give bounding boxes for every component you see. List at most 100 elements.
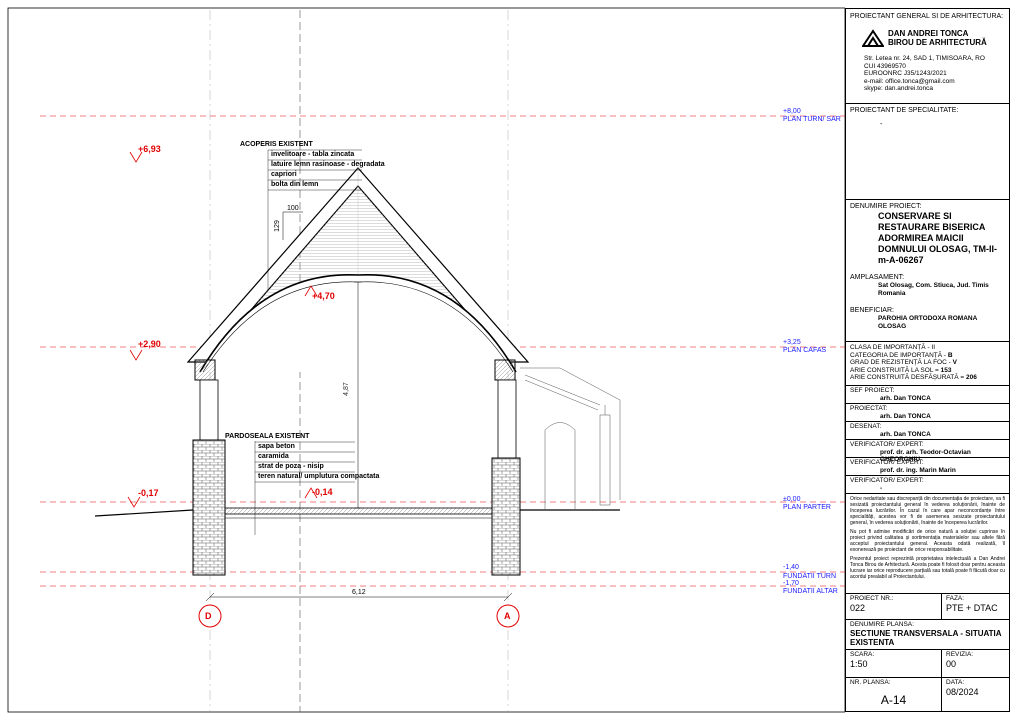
axis-d-bubble xyxy=(198,604,222,628)
fire-resistance-label: GRAD DE REZISTENȚĂ LA FOC - xyxy=(850,359,953,366)
firm-name-2: BIROU DE ARHITECTURĂ xyxy=(888,38,987,47)
level-eaves: +2,90 xyxy=(138,339,161,349)
title-block: PROIECTANT GENERAL SI DE ARHITECTURA: DA… xyxy=(845,8,1010,712)
firm-name-1: DAN ANDREI TONCA xyxy=(888,29,969,38)
blue-level-2-name: PLAN CAFAS xyxy=(783,347,827,354)
verifier2-label: VERIFICATOR/ EXPERT: xyxy=(850,459,924,466)
roof-layer-4: bolta din lemn xyxy=(271,181,319,188)
firm-cui: CUI 43969570 xyxy=(864,62,906,70)
drawn-value: arh. Dan TONCA xyxy=(880,430,931,438)
importance-category-label: CATEGORIA DE IMPORTANȚĂ - xyxy=(850,351,948,359)
sheet-no-value: A-14 xyxy=(880,692,907,707)
height-dimension xyxy=(354,281,362,509)
note-2: Nu pot fi admise modificări de orice nat… xyxy=(850,529,1005,553)
axis-a-label: A xyxy=(504,611,511,621)
section-svg xyxy=(7,7,846,713)
firm-logo-icon xyxy=(862,29,884,47)
verifier3-value: - xyxy=(880,484,883,492)
blue-level-1-name: PLAN TURN/ SAR xyxy=(783,116,841,123)
blue-level-2-value: +3,25 xyxy=(783,339,801,346)
blue-level-5-name: FUNDATII ALTAR xyxy=(783,588,838,595)
firm-email: e-mail: office.tonca@gmail.com xyxy=(864,77,955,85)
axis-d-label: D xyxy=(205,611,212,621)
phase-label: FAZA: xyxy=(946,595,965,602)
verifier1-label: VERIFICATOR/ EXPERT: xyxy=(850,441,924,448)
total-area-label: ARIE CONSTRUITĂ DESFĂȘURATĂ = xyxy=(850,374,966,381)
total-area-value: 206 xyxy=(966,374,977,381)
level-markers xyxy=(127,151,318,508)
importance-class: CLASA DE IMPORTANȚĂ - II xyxy=(850,344,935,351)
designed-label: PROIECTAT: xyxy=(850,405,888,412)
verifier2-value: prof. dr. ing. Marin Marin xyxy=(880,466,956,474)
roof-layer-1: invelitoare - tabla zincata xyxy=(271,151,355,158)
floor-layer-3: strat de poza - nisip xyxy=(258,463,324,470)
verifier1-value: prof. dr. arh. Teodor-Octavian GHEORGHIU xyxy=(880,448,971,464)
firm-logo: DAN ANDREI TONCA BIROU DE ARHITECTURĂ xyxy=(862,29,1007,47)
floor-layer-4: teren natural/ umplutura compactata xyxy=(258,473,380,480)
width-dimension xyxy=(205,592,513,602)
level-ground-out: -0,17 xyxy=(138,488,159,498)
firm-skype: skype: dan.andrei.tonca xyxy=(864,85,934,92)
scale-label: SCARA: xyxy=(850,651,875,658)
location-label: AMPLASAMENT: xyxy=(850,274,905,281)
chief-label: SEF PROIECT: xyxy=(850,387,895,394)
floor-legend-title: PARDOSEALA EXISTENT xyxy=(225,433,310,440)
designed-value: arh. Dan TONCA xyxy=(880,412,931,420)
specialty-value: - xyxy=(880,121,883,128)
roof-layer-3: capriori xyxy=(271,171,297,178)
ground-area-value: 153 xyxy=(940,366,952,374)
slope-run: 100 xyxy=(287,205,299,212)
sheet-name-value: SECTIUNE TRANSVERSALA - SITUATIA EXISTEN… xyxy=(850,628,1002,647)
verifier3-label: VERIFICATOR/ EXPERT: xyxy=(850,477,924,484)
project-name-label: DENUMIRE PROIECT: xyxy=(850,203,922,210)
note-1: Orice nedaritate sau discrepanță din doc… xyxy=(850,496,1005,526)
drawn-label: DESENAT: xyxy=(850,423,882,430)
revision-value: 00 xyxy=(946,658,957,669)
blue-level-1-value: +8,00 xyxy=(783,108,801,115)
project-no-value: 022 xyxy=(850,602,866,613)
blue-level-3-name: PLAN PARTER xyxy=(783,504,831,511)
floor-layer-1: sapa beton xyxy=(258,443,295,450)
width-dim-label: 6,12 xyxy=(352,589,366,596)
importance-category-value: B xyxy=(947,351,953,359)
phase-value: PTE + DTAC xyxy=(946,602,998,613)
slope-rise: 129 xyxy=(273,220,281,232)
slope-indicator xyxy=(282,211,303,240)
firm-euroonrc: EUROONRC J35/1243/2021 xyxy=(864,70,947,77)
firm-address: Str. Letea nr. 24, SAD 1, TIMISOARA, RO xyxy=(864,55,985,62)
roof-layer-2: latuire lemn rasinoase - degradata xyxy=(271,161,385,168)
specialty-header: PROIECTANT DE SPECIALITATE: xyxy=(850,107,959,114)
note-3: Prezentul proiect reprezintă proprietate… xyxy=(850,556,1005,580)
blue-level-3-value: ±0,00 xyxy=(783,496,801,503)
blue-level-4-value: -1,40 xyxy=(783,564,799,571)
roof-legend-title: ACOPERIS EXISTENT xyxy=(240,141,313,148)
height-dim-label: 4,87 xyxy=(342,382,350,396)
beneficiary-label: BENEFICIAR: xyxy=(850,307,894,314)
walls xyxy=(192,359,521,576)
legend-leaders xyxy=(254,149,362,535)
ground-area-label: ARIE CONSTRUITĂ LA SOL = xyxy=(850,366,941,374)
blue-level-4-name: FUNDATII TURN xyxy=(783,573,837,580)
section-drawing: ACOPERIS EXISTENT invelitoare - tabla zi… xyxy=(7,7,846,713)
revision-label: REVIZIA: xyxy=(946,651,974,658)
axis-a-bubble xyxy=(496,604,520,628)
date-value: 08/2024 xyxy=(946,686,979,697)
floor-layer-2: caramida xyxy=(258,453,289,460)
architect-header: PROIECTANT GENERAL SI DE ARHITECTURA: xyxy=(850,13,1004,20)
level-floor-in: -0,14 xyxy=(312,487,333,497)
level-vault: +4,70 xyxy=(312,291,335,301)
sheet-no-label: NR. PLANSA: xyxy=(850,679,891,686)
blue-level-5-value: -1,70 xyxy=(783,580,799,587)
floor xyxy=(94,507,620,519)
beneficiary-value: PAROHIA ORTODOXA ROMANA OLOSAG xyxy=(878,315,978,330)
location-value: Sat Olosag, Com. Stiuca, Jud. Timis Roma… xyxy=(878,282,989,297)
annex-elevation xyxy=(520,367,621,510)
level-roof-top: +6,93 xyxy=(138,144,161,154)
fire-resistance-value: V xyxy=(952,359,957,366)
project-name: CONSERVARE SI RESTAURARE BISERICA ADORMI… xyxy=(878,211,997,265)
date-label: DATA: xyxy=(946,679,965,686)
project-no-label: PROIECT NR.: xyxy=(850,595,894,602)
scale-value: 1:50 xyxy=(850,658,868,669)
sheet-name-label: DENUMIRE PLANSA: xyxy=(850,621,914,628)
chief-value: arh. Dan TONCA xyxy=(880,394,931,402)
